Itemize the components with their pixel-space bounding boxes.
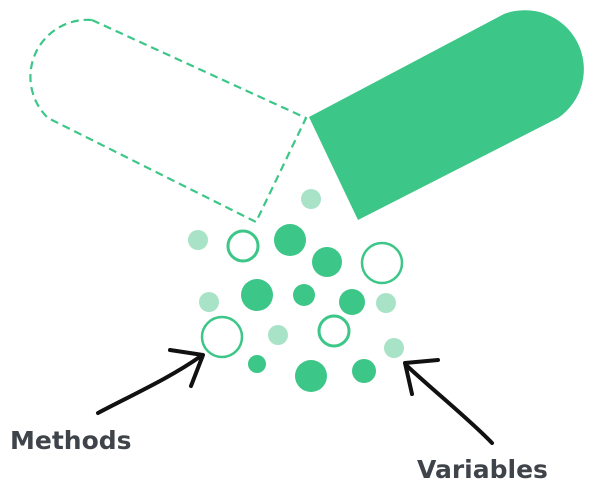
particle-solid <box>274 224 306 256</box>
particle-solid <box>241 279 273 311</box>
capsule-filled-half <box>309 10 584 221</box>
particles <box>188 189 404 392</box>
particle-light <box>268 325 288 345</box>
particle-ring <box>360 241 404 285</box>
methods-arrow-shaft <box>96 354 203 415</box>
methods-label: Methods <box>10 426 132 455</box>
particle-solid <box>295 360 327 392</box>
methods-arrow-head <box>168 348 205 388</box>
capsule-empty-half <box>29 18 308 224</box>
particle-solid <box>248 355 266 373</box>
particle-light <box>384 338 404 358</box>
variables-label: Variables <box>417 455 548 484</box>
particle-solid <box>312 247 342 277</box>
capsule-icon <box>29 10 584 224</box>
particle-solid <box>293 284 315 306</box>
particle-light <box>199 292 219 312</box>
particle-solid <box>352 359 376 383</box>
particle-ring <box>200 315 244 359</box>
variables-arrow-shaft <box>404 363 494 445</box>
particle-ring <box>317 314 351 348</box>
particle-ring <box>226 229 260 263</box>
variables-arrow-head <box>403 358 440 396</box>
arrow-icon <box>96 348 205 415</box>
particle-light <box>301 189 321 209</box>
particle-light <box>376 293 396 313</box>
particle-light <box>188 230 208 250</box>
arrow-icon <box>403 358 494 445</box>
particle-solid <box>339 289 365 315</box>
